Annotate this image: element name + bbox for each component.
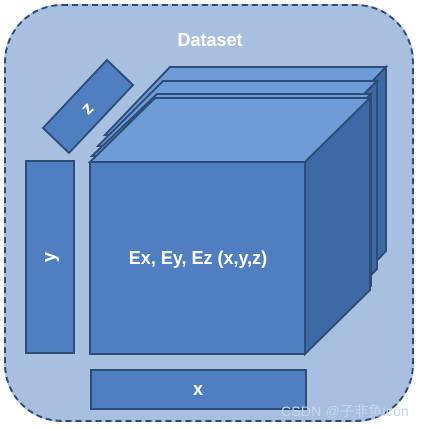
watermark-text: CSDN @子非鱼icon [280, 403, 409, 419]
cube-front-face [89, 161, 306, 355]
cube-stack: Ex, Ey, Ez (x,y,z) [87, 64, 389, 357]
cube-center-label: Ex, Ey, Ez (x,y,z) [129, 248, 267, 268]
x-axis-label: x [193, 379, 203, 399]
cube-front-block [87, 95, 373, 357]
z-axis-bar: z [41, 58, 135, 155]
x-axis-bar: x [90, 369, 307, 410]
y-axis-label: y [39, 252, 59, 262]
y-axis-bar: y [25, 160, 75, 354]
dataset-title: Dataset [177, 30, 243, 50]
